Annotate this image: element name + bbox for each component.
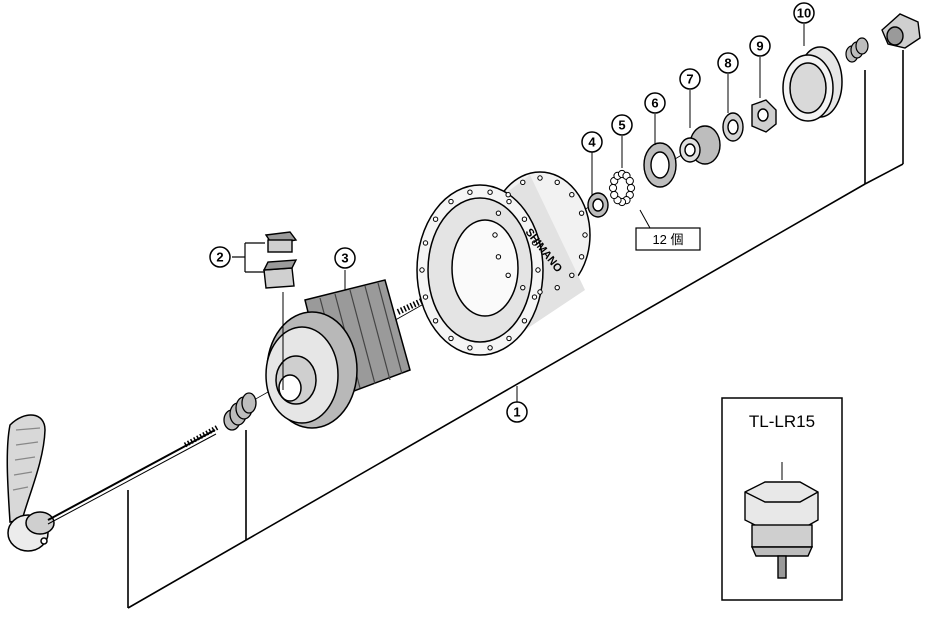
callout-2: 2 <box>209 246 231 268</box>
callout-number-4: 4 <box>588 135 596 150</box>
spoke-hole <box>467 189 473 195</box>
spoke-hole <box>506 198 512 205</box>
ball-quantity-text: 12 個 <box>652 232 683 247</box>
washer <box>722 112 744 142</box>
tool-box-title: TL-LR15 <box>749 412 815 431</box>
callout-number-8: 8 <box>724 56 731 71</box>
cone-nut <box>679 125 721 165</box>
spoke-hole <box>506 335 512 342</box>
ball-bearing <box>625 176 634 186</box>
spoke-hole <box>487 345 493 351</box>
hub-shell <box>416 171 591 356</box>
callout-6: 6 <box>644 92 666 114</box>
callout-3: 3 <box>334 247 356 269</box>
spoke-hole <box>531 240 538 246</box>
callout-circle-2 <box>209 246 231 268</box>
lockring-tool <box>744 481 819 579</box>
callout-8: 8 <box>717 52 739 74</box>
spoke-hole <box>495 254 502 260</box>
callout-1: 1 <box>506 401 528 423</box>
ball-quantity-label: 12 個 <box>635 227 701 251</box>
spoke-hole <box>521 216 528 222</box>
spoke-hole <box>448 198 454 205</box>
spoke-hole <box>505 272 511 279</box>
dust-cap <box>782 46 843 122</box>
spoke-hole <box>422 240 429 246</box>
ball-bearing <box>610 190 619 200</box>
callout-circle-5 <box>611 114 633 136</box>
spoke-hole <box>432 318 439 324</box>
spoke-holes-front <box>419 189 541 351</box>
spoke-hole <box>492 232 498 238</box>
callout-number-3: 3 <box>341 251 348 266</box>
spoke-hole <box>537 289 543 295</box>
pawl-parts <box>262 231 298 289</box>
spoke-hole <box>448 335 454 342</box>
callout-circle-8 <box>717 52 739 74</box>
spoke-hole <box>419 267 425 273</box>
ball-bearings <box>608 169 636 207</box>
spoke-hole <box>578 210 585 216</box>
spoke-hole <box>554 179 560 186</box>
quick-release-lever <box>6 414 220 552</box>
spoke-holes-rear <box>492 175 588 295</box>
callout-number-1: 1 <box>513 405 520 420</box>
spoke-hole <box>569 191 575 198</box>
spoke-hole <box>521 318 528 324</box>
callout-circle-3 <box>334 247 356 269</box>
spoke-hole <box>535 267 541 273</box>
spring-right <box>845 37 869 63</box>
callout-number-9: 9 <box>756 39 763 54</box>
callout-number-7: 7 <box>686 72 693 87</box>
spoke-hole <box>505 191 511 198</box>
assembly-bracket-lines <box>127 50 904 609</box>
callout-10: 10 <box>793 2 815 24</box>
ball-bearing <box>608 183 618 193</box>
callout-number-2: 2 <box>216 250 223 265</box>
spoke-hole <box>569 272 575 279</box>
spoke-hole <box>432 216 439 222</box>
spoke-hole <box>495 210 502 216</box>
spoke-hole <box>531 294 538 300</box>
callout-circle-7 <box>679 68 701 90</box>
ball-cup <box>643 142 677 188</box>
spoke-hole <box>582 232 588 238</box>
spoke-hole <box>487 189 493 195</box>
callout-number-6: 6 <box>651 96 658 111</box>
callout-circle-6 <box>644 92 666 114</box>
hub-driver-assembly <box>265 279 430 429</box>
adjusting-nut-right <box>881 13 921 49</box>
seal-ring <box>587 192 609 218</box>
callout-5: 5 <box>611 114 633 136</box>
spoke-hole <box>422 294 429 300</box>
spoke-hole <box>520 179 526 186</box>
spoke-hole <box>520 284 526 291</box>
spring-left <box>223 392 257 431</box>
callout-circle-10 <box>793 2 815 24</box>
callout-leaders <box>344 24 805 402</box>
ball-bearing <box>626 183 636 193</box>
spoke-hole <box>537 175 543 181</box>
callout-4: 4 <box>581 131 603 153</box>
callout-9: 9 <box>749 35 771 57</box>
spoke-hole <box>578 254 585 260</box>
lock-nut <box>751 99 777 133</box>
callout-number-5: 5 <box>618 118 625 133</box>
spoke-hole <box>467 345 473 351</box>
tool-box: TL-LR15 <box>721 397 843 601</box>
spoke-hole <box>554 284 560 291</box>
callout-7: 7 <box>679 68 701 90</box>
callout-number-10: 10 <box>797 6 811 21</box>
part2-bracket <box>232 242 265 273</box>
callout-circle-9 <box>749 35 771 57</box>
